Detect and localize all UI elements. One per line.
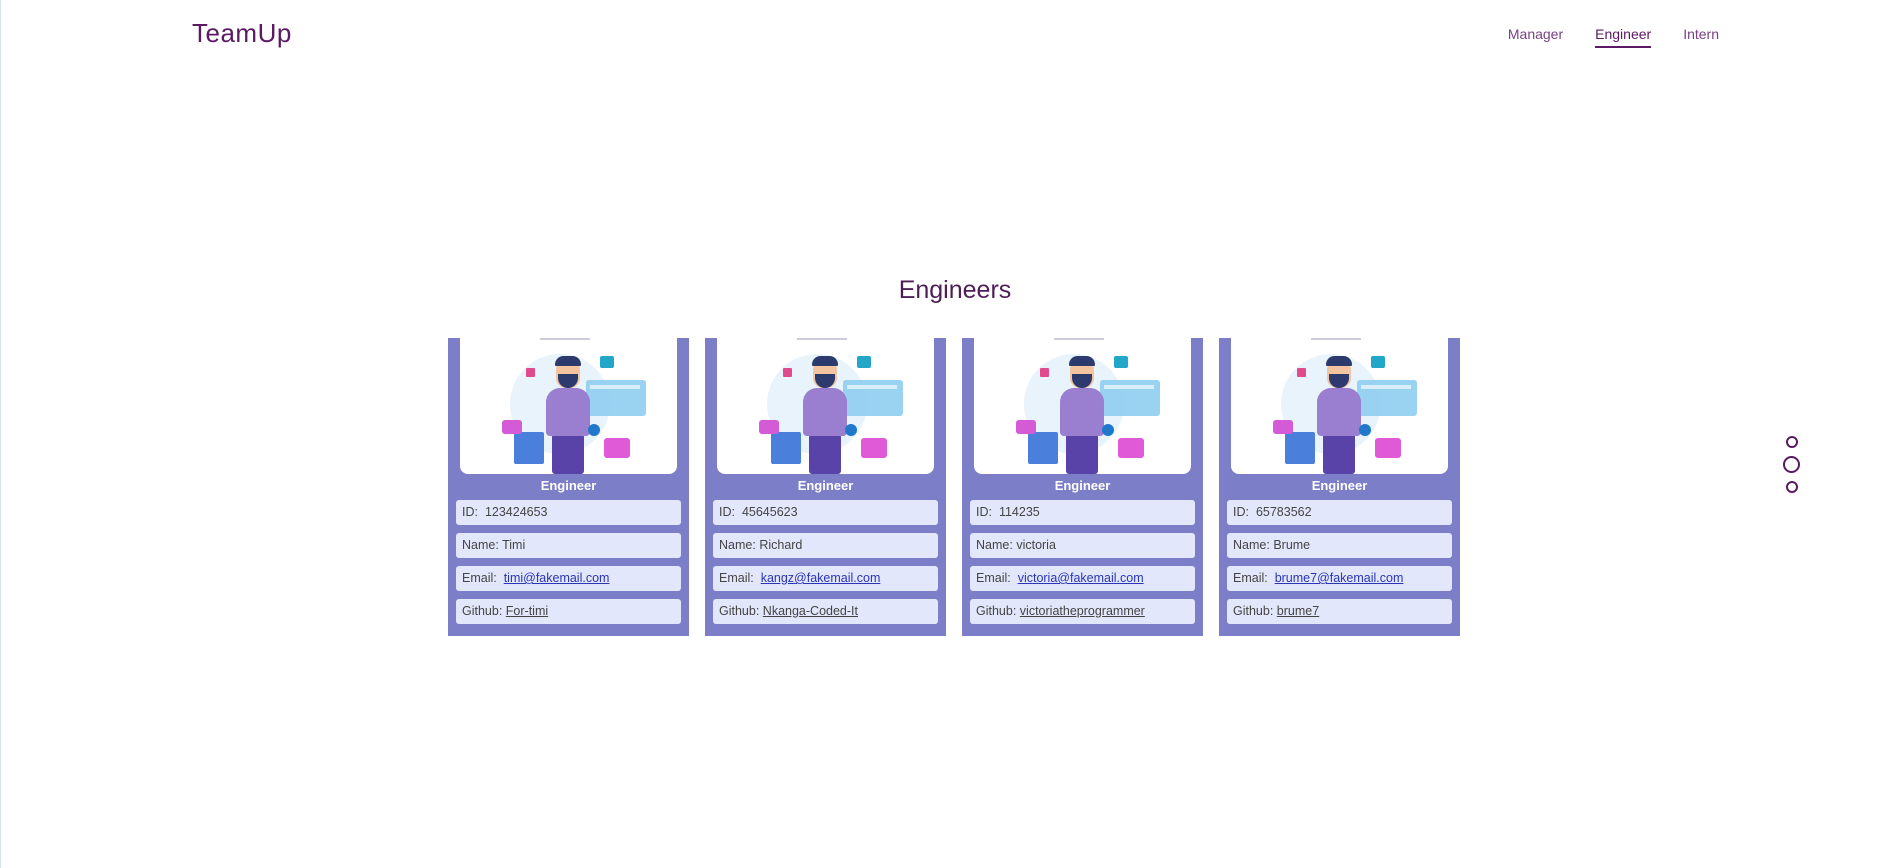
card-id-field: ID: 123424653 [456,500,681,525]
section-title: Engineers [898,276,1012,304]
card-github-link[interactable]: Nkanga-Coded-It [762,604,858,618]
brand-logo[interactable]: TeamUp [192,18,292,48]
engineer-card: Engineer ID: 45645623 Name: Richard Emai… [705,338,946,636]
left-edge-border [0,0,1,868]
card-email-field: Email: victoria@fakemail.com [970,566,1195,591]
card-email-link[interactable]: victoria@fakemail.com [1017,571,1144,585]
engineer-card: Engineer ID: 114235 Name: victoria Email… [962,338,1203,636]
nav-link-engineer[interactable]: Engineer [1595,26,1652,48]
card-github-link[interactable]: victoriatheprogrammer [1019,604,1145,618]
card-github-link[interactable]: For-timi [505,604,549,618]
section-pager [1783,434,1800,495]
card-github-field: Github: Nkanga-Coded-It [713,599,938,624]
card-email-link[interactable]: kangz@fakemail.com [760,571,881,585]
engineer-illustration-icon [460,338,677,474]
card-id-value: 45645623 [741,505,798,519]
card-id-value: 114235 [998,505,1040,519]
engineer-card: Engineer ID: 65783562 Name: Brume Email:… [1219,338,1460,636]
engineer-card: Engineer ID: 123424653 Name: Timi Email:… [448,338,689,636]
pager-dot[interactable] [1785,436,1798,448]
card-name-value: victoria [1016,538,1056,552]
card-email-link[interactable]: brume7@fakemail.com [1274,571,1404,585]
card-email-field: Email: timi@fakemail.com [456,566,681,591]
nav-link-intern[interactable]: Intern [1683,26,1719,42]
engineer-illustration-icon [974,338,1191,474]
card-role: Engineer [1311,478,1368,493]
navbar: TeamUp Manager Engineer Intern [0,0,1891,72]
card-github-field: Github: brume7 [1227,599,1452,624]
card-name-field: Name: Timi [456,533,681,558]
card-id-field: ID: 65783562 [1227,500,1452,525]
card-role: Engineer [540,478,597,493]
card-name-value: Richard [759,538,803,552]
card-role: Engineer [797,478,854,493]
card-id-field: ID: 114235 [970,500,1195,525]
nav-links: Manager Engineer Intern [1508,26,1719,48]
card-id-value: 123424653 [484,505,548,519]
card-name-field: Name: Richard [713,533,938,558]
card-role: Engineer [1054,478,1111,493]
engineer-cards: Engineer ID: 123424653 Name: Timi Email:… [448,338,1460,636]
nav-link-manager[interactable]: Manager [1507,26,1564,42]
card-email-field: Email: kangz@fakemail.com [713,566,938,591]
card-name-value: Timi [502,538,526,552]
engineer-illustration-icon [1231,338,1448,474]
pager-dot[interactable] [1785,481,1798,493]
card-email-link[interactable]: timi@fakemail.com [503,571,610,585]
card-name-field: Name: Brume [1227,533,1452,558]
card-email-field: Email: brume7@fakemail.com [1227,566,1452,591]
card-name-field: Name: victoria [970,533,1195,558]
card-github-field: Github: For-timi [456,599,681,624]
card-id-value: 65783562 [1255,505,1312,519]
pager-dot-active[interactable] [1783,456,1800,473]
card-github-field: Github: victoriatheprogrammer [970,599,1195,624]
card-github-link[interactable]: brume7 [1276,604,1320,618]
card-name-value: Brume [1273,538,1311,552]
card-id-field: ID: 45645623 [713,500,938,525]
engineer-illustration-icon [717,338,934,474]
